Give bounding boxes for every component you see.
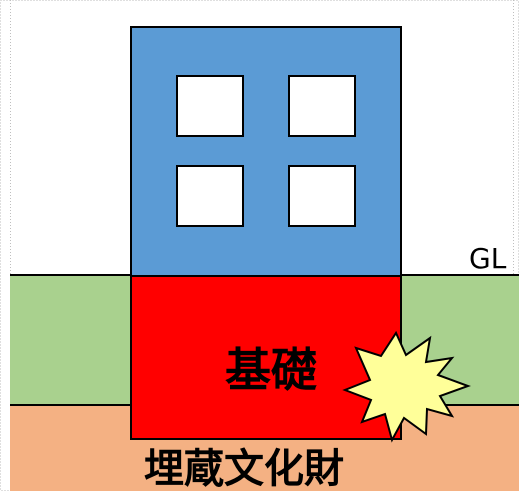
- foundation-label: 基礎: [225, 343, 317, 397]
- window-top-right: [288, 75, 356, 137]
- foundation-block: [130, 275, 402, 440]
- building-body: [130, 26, 402, 277]
- window-bottom-right: [288, 165, 356, 227]
- window-bottom-left: [176, 165, 244, 227]
- window-top-left: [176, 75, 244, 137]
- ground-level-label: GL: [469, 242, 507, 275]
- buried-cultural-property-label: 埋蔵文化財: [144, 446, 344, 491]
- impact-burst-icon: [342, 330, 471, 443]
